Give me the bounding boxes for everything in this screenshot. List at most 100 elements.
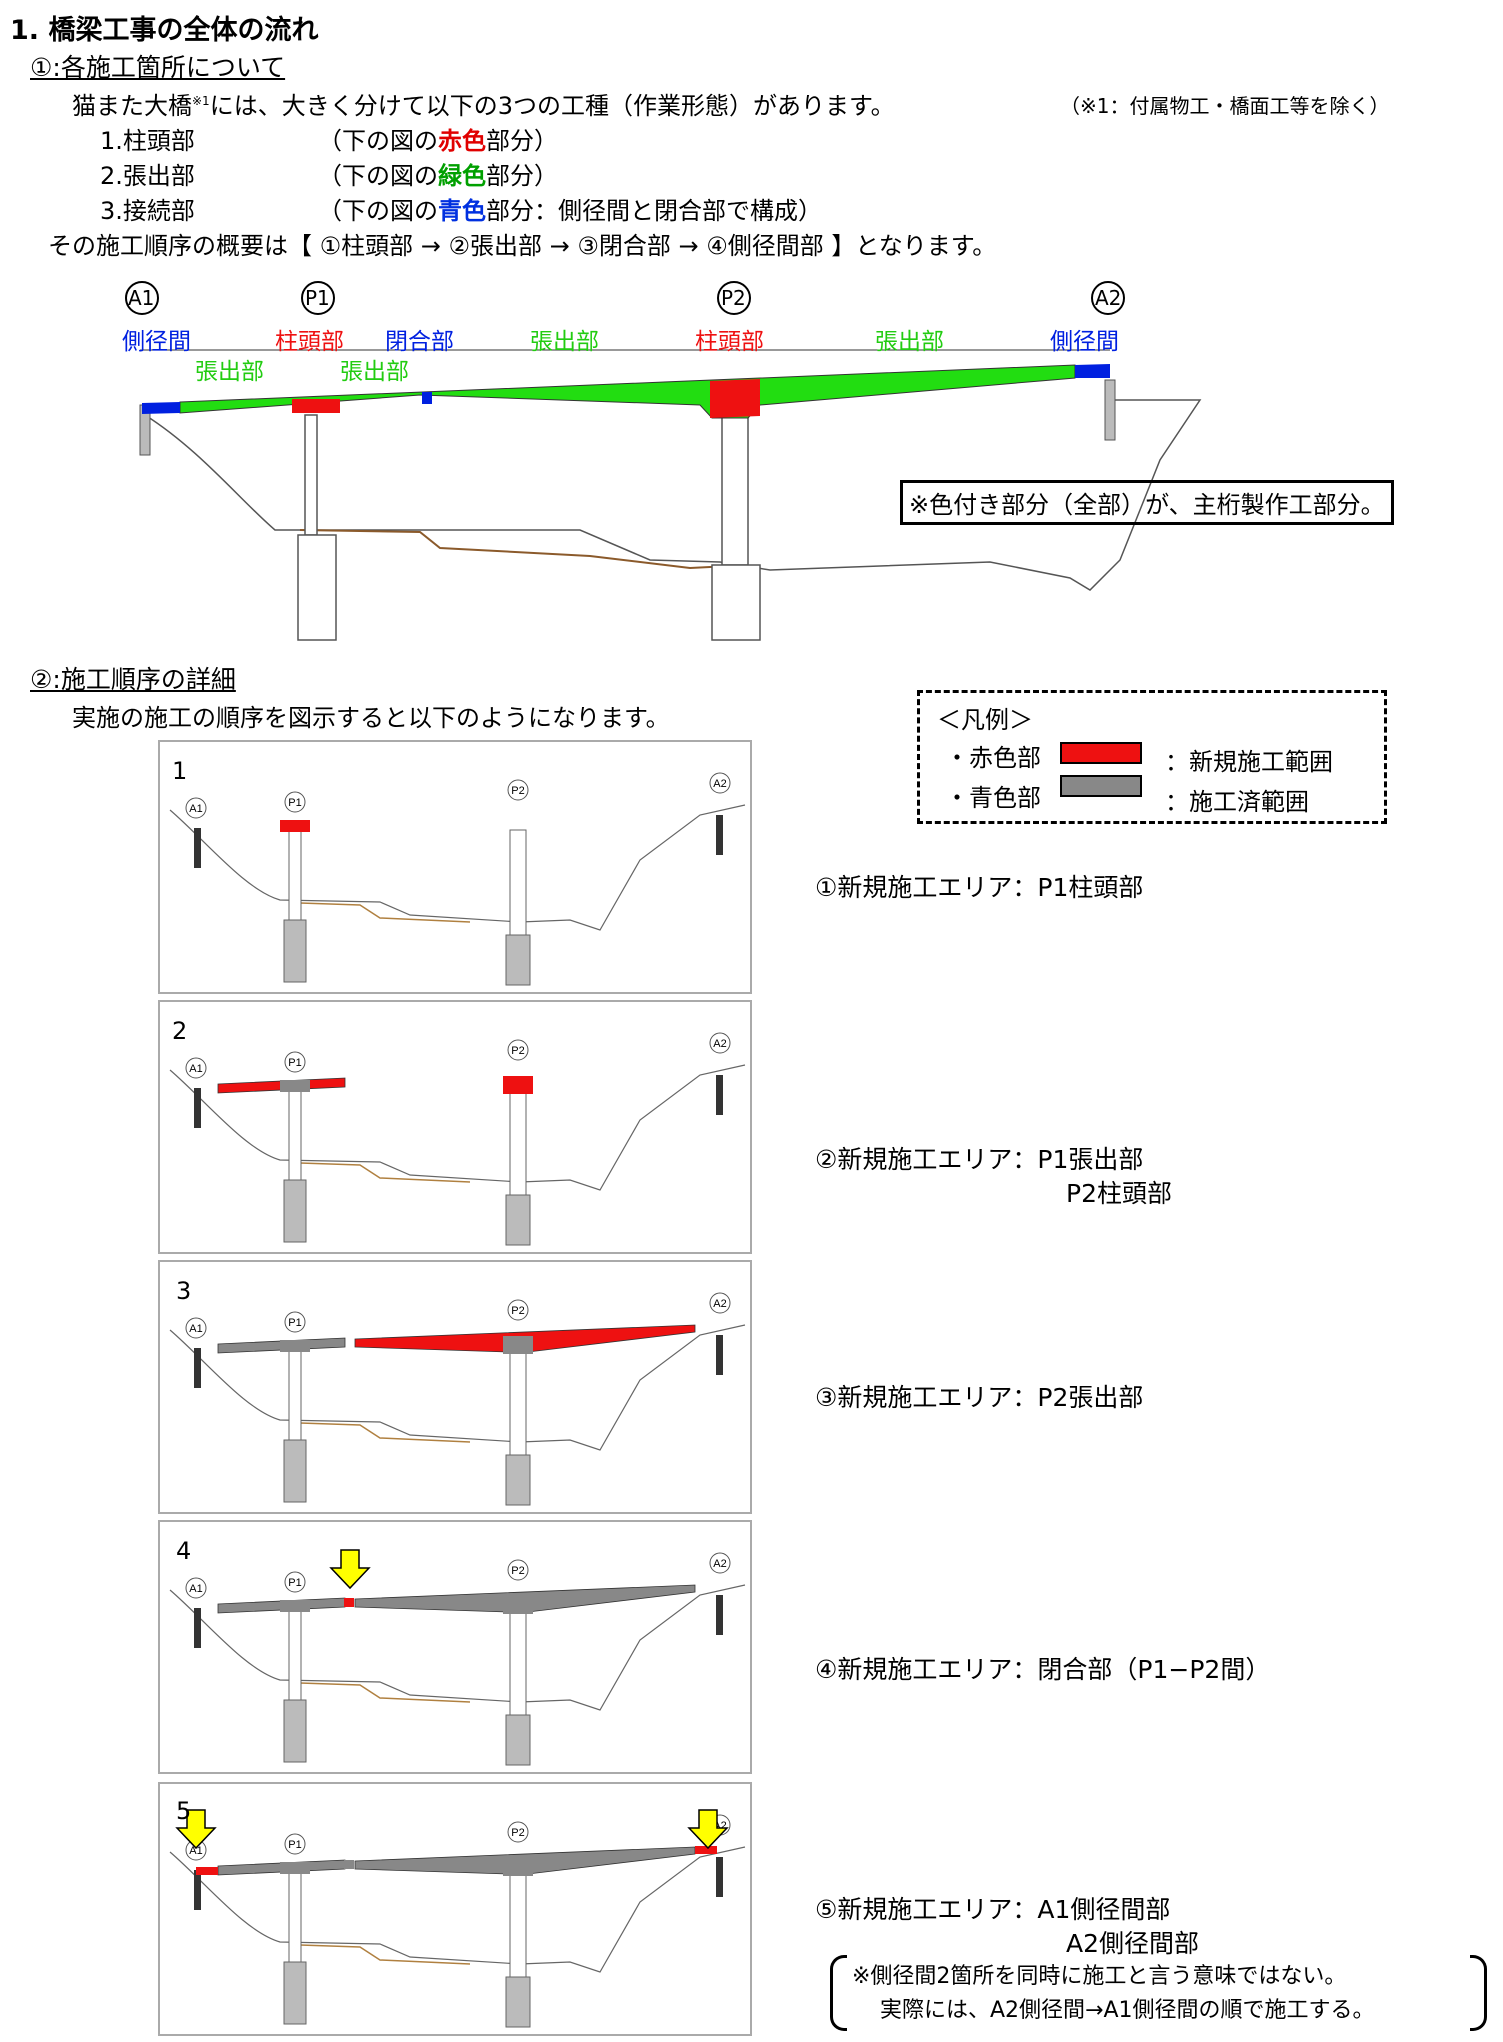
step-5-support-P1-label: P1 [288, 1839, 301, 1851]
step-2-support-P1-label: P1 [288, 1057, 301, 1069]
page-title: 1. 橋梁工事の全体の流れ [10, 15, 319, 46]
step-4-a2-abutment [716, 1595, 723, 1635]
step-1-support-P1-circle [284, 791, 306, 813]
step-panel-2 [158, 1000, 752, 1254]
item-3-post: 部分：側径間と閉合部で構成） [486, 197, 822, 225]
item-2-post: 部分） [486, 162, 558, 190]
step-1-number: 1 [172, 757, 188, 785]
legend-gray-swatch [1060, 775, 1142, 797]
section1-heading: ①:各施工箇所について [30, 53, 286, 82]
step-3-support-A2-label: A2 [713, 1298, 726, 1310]
item-1-color: 赤色 [438, 127, 486, 155]
legend-gray-desc: ：施工済範囲 [1165, 788, 1309, 816]
step-3-p2-head [503, 1336, 533, 1354]
step-3-support-A1-label: A1 [189, 1323, 202, 1335]
step-5-p1-footing [283, 1961, 307, 2025]
step-4-rock [299, 1682, 471, 1703]
item-2-pre: （下の図の [318, 162, 438, 190]
step-2-desc-2: P2柱頭部 [1066, 1179, 1172, 1208]
item-1: 1.柱頭部 [100, 121, 195, 156]
legend-red-label: ・赤色部 [945, 744, 1041, 772]
step-5-support-P2-label: P2 [511, 1827, 524, 1839]
step-4-number: 4 [176, 1537, 192, 1565]
step-3-p1-column [288, 1349, 302, 1441]
step-1-support-A2-label: A2 [713, 778, 726, 790]
step-5-number: 5 [176, 1797, 192, 1825]
step-4-support-A1-circle [185, 1577, 207, 1599]
a1-side-span [142, 402, 180, 414]
legend-box [917, 690, 1387, 824]
step-2-number: 2 [172, 1017, 188, 1045]
label-p1-head: 柱頭部 [275, 329, 344, 355]
step-1-a1-abutment [194, 828, 201, 868]
note-bracket-right [1470, 1955, 1487, 2031]
item-1-post: 部分） [486, 127, 558, 155]
step-1-p1-head [280, 820, 310, 832]
order-summary: その施工順序の概要は【 ①柱頭部 → ②張出部 → ③閉合部 → ④側径間部 】… [48, 232, 997, 260]
step-4-p1-head [280, 1600, 310, 1612]
p1-head [292, 399, 340, 413]
step-1-support-A2-circle [709, 772, 731, 794]
step-4-p2-footing [505, 1714, 531, 1766]
label-a1-side: 側径間 [122, 329, 191, 355]
step-1-a2-abutment [716, 815, 723, 855]
step-5-p2-head [503, 1858, 533, 1876]
item-3: 3.接続部 [100, 191, 195, 226]
step-3-a1-abutment [194, 1348, 201, 1388]
label-mid-cant: 張出部 [530, 329, 599, 355]
step-3-support-P2-circle [507, 1299, 529, 1321]
step-panel-4 [158, 1520, 752, 1774]
label-a2-side: 側径間 [1050, 329, 1119, 355]
section1-intro: 猫また大橋※1には、大きく分けて以下の3つの工種（作業形態）があります。 [72, 86, 895, 121]
item-3-num: 3.接続部 [100, 197, 195, 225]
step-3-support-P2-label: P2 [511, 1305, 524, 1317]
step-4-support-P1-circle [284, 1571, 306, 1593]
item-3-pre: （下の図の [318, 197, 438, 225]
step-1-support-P2-label: P2 [511, 785, 524, 797]
step-5-rock [299, 1944, 471, 1965]
step-4-support-A2-label: A2 [713, 1558, 726, 1570]
step-3-support-P1-label: P1 [288, 1317, 301, 1329]
step-1-p1-column [288, 829, 302, 921]
step-1-desc: ①新規施工エリア：P1柱頭部 [815, 873, 1144, 902]
section2-heading: ②:施工順序の詳細 [30, 665, 236, 694]
step-1-rock [299, 902, 471, 923]
step-4-ground [169, 1584, 746, 1711]
support-a1: A1 [128, 286, 155, 310]
step-2-support-A2-circle [709, 1032, 731, 1054]
step-1-ground [169, 804, 746, 931]
step-5-ground [169, 1846, 746, 1973]
step-2-support-A1-label: A1 [189, 1063, 202, 1075]
step-4-arrow-icon-1 [329, 1549, 371, 1590]
step-5-arrow-icon-0 [175, 1809, 217, 1850]
step-4-support-P1-label: P1 [288, 1577, 301, 1589]
step-2-ground [169, 1064, 746, 1191]
p2-footing [711, 564, 761, 641]
step-5-a1-abutment [194, 1870, 201, 1910]
step-5-p1-head [280, 1862, 310, 1874]
step-5-desc-2: A2側径間部 [1066, 1929, 1200, 1958]
note-bracket-left [830, 1955, 847, 2031]
step-5-desc: ⑤新規施工エリア：A1側径間部 [815, 1895, 1171, 1924]
step-2-support-P2-circle [507, 1039, 529, 1061]
step-1-support-A1-label: A1 [189, 803, 202, 815]
step-3-support-A2-circle [709, 1292, 731, 1314]
item-2: 2.張出部 [100, 156, 195, 191]
item-2-num: 2.張出部 [100, 162, 195, 190]
step-3-p1-footing [283, 1439, 307, 1503]
step-2-p1-footing [283, 1179, 307, 1243]
step-5-closure [344, 1860, 354, 1869]
section2-intro: 実施の施工の順序を図示すると以下のようになります。 [72, 704, 670, 732]
item-3-desc: （下の図の青色部分：側径間と閉合部で構成） [318, 191, 822, 226]
step-2-support-P1-circle [284, 1051, 306, 1073]
label-right-cant: 張出部 [875, 329, 944, 355]
step-5-a2-side-span [695, 1846, 717, 1854]
closure-segment [422, 392, 432, 404]
a2-abutment [1104, 379, 1116, 441]
step-1-p2-column [509, 829, 527, 936]
bridge-diagram [125, 281, 1202, 641]
step-2-p1-column [288, 1089, 302, 1181]
step-1-p2-footing [505, 934, 531, 986]
